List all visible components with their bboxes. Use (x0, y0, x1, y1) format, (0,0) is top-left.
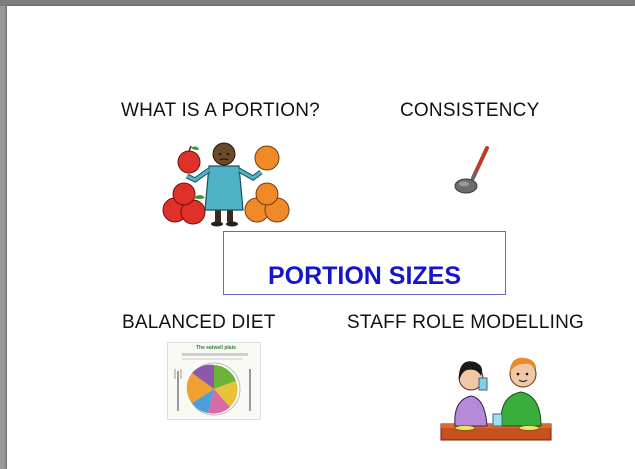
center-title: PORTION SIZES (267, 262, 462, 290)
people-eating-icon (440, 357, 552, 441)
slide-canvas: WHAT IS A PORTION? CONSISTENCY (7, 6, 635, 469)
portion-sizes-box: PORTION SIZES (223, 231, 506, 295)
woman-with-fruit-icon (162, 142, 290, 227)
eatwell-plate-poster: The eatwell plate (167, 342, 261, 420)
label-consistency: CONSISTENCY (400, 100, 540, 121)
label-staff-role-modelling: STAFF ROLE MODELLING (347, 312, 584, 333)
label-balanced-diet: BALANCED DIET (122, 312, 276, 333)
ladle-icon (454, 146, 489, 194)
label-what-is-a-portion: WHAT IS A PORTION? (121, 100, 320, 121)
window-top-edge (0, 0, 635, 6)
eatwell-plate-icon (174, 353, 251, 416)
eatwell-plate-title: The eatwell plate (196, 345, 237, 351)
